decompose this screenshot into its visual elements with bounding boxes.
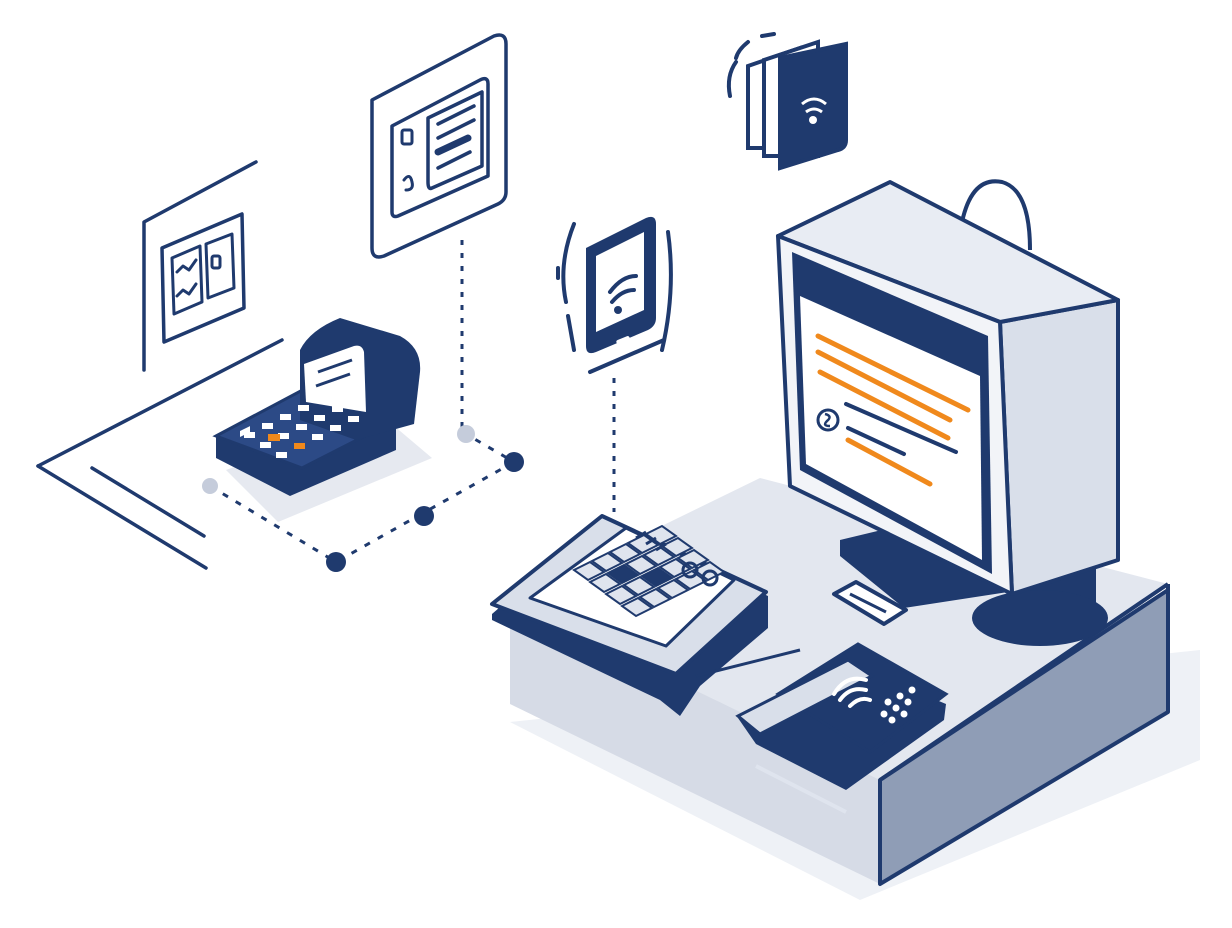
floor-lines bbox=[36, 338, 284, 570]
key bbox=[332, 406, 343, 412]
key bbox=[314, 415, 325, 421]
keypad-keys bbox=[244, 396, 359, 458]
key bbox=[268, 434, 280, 441]
key bbox=[280, 414, 291, 420]
key bbox=[348, 416, 359, 422]
key bbox=[312, 434, 323, 440]
keypad-cell bbox=[624, 554, 658, 576]
key bbox=[276, 452, 287, 458]
key bbox=[316, 396, 327, 402]
keypad-cell bbox=[644, 524, 678, 546]
connection-path bbox=[202, 425, 524, 572]
key bbox=[278, 433, 289, 439]
monitor-icon bbox=[776, 179, 1120, 646]
document-card-icon bbox=[370, 33, 508, 259]
keypad-cell bbox=[606, 563, 640, 585]
keypad-cell bbox=[640, 566, 674, 588]
key bbox=[244, 432, 255, 438]
keypad-cell bbox=[638, 587, 672, 609]
key bbox=[294, 443, 305, 449]
contactless-card-stack-icon bbox=[726, 32, 848, 171]
keypad-cell bbox=[590, 551, 624, 573]
keypad-cell bbox=[622, 575, 656, 597]
keypad-cell bbox=[604, 584, 638, 606]
key bbox=[296, 424, 307, 430]
keypad-cell bbox=[642, 545, 676, 567]
key bbox=[298, 405, 309, 411]
keypad-cell bbox=[608, 542, 642, 564]
keypad-cell bbox=[660, 536, 694, 558]
keypad-cell bbox=[620, 596, 654, 618]
contactless-reader-icon bbox=[735, 642, 949, 814]
key bbox=[262, 423, 273, 429]
smartphone-nfc-icon bbox=[556, 216, 673, 374]
key bbox=[260, 442, 271, 448]
keypad-terminal-icon bbox=[490, 514, 801, 716]
calculator-terminal-icon bbox=[212, 318, 432, 522]
checklist-card-icon bbox=[142, 160, 258, 372]
keypad-cell bbox=[572, 560, 606, 582]
keypad-cell bbox=[674, 569, 708, 591]
card-slot-icon bbox=[832, 580, 908, 626]
keypad-cell bbox=[656, 578, 690, 600]
key bbox=[330, 425, 341, 431]
keypad-cell bbox=[588, 572, 622, 594]
